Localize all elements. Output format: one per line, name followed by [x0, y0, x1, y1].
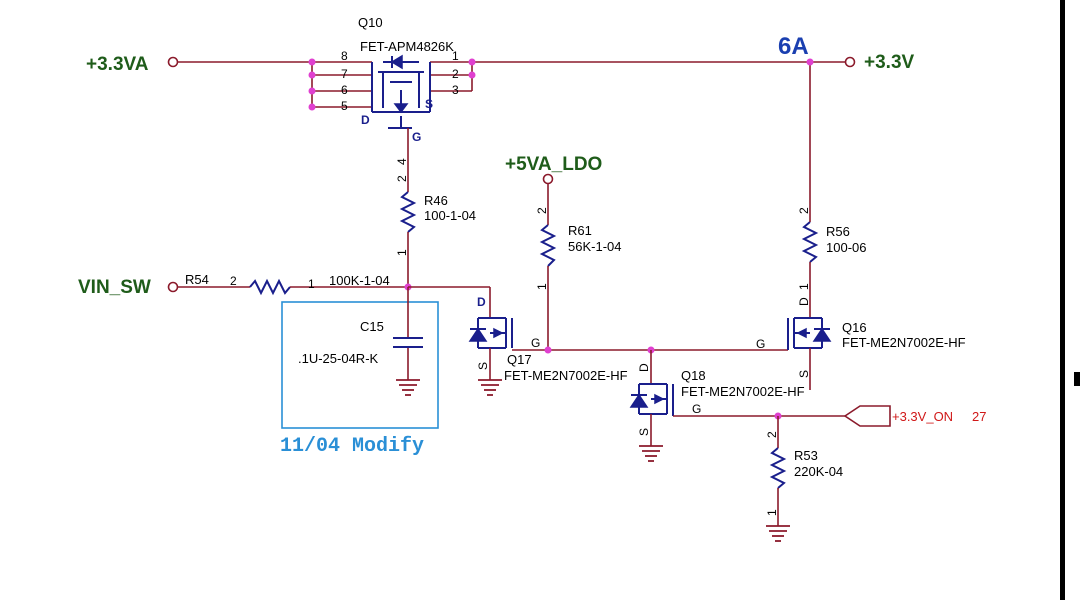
q10-pin-g-label: G [412, 130, 421, 144]
q18-pin-g: G [692, 402, 701, 416]
q17-pin-d: D [477, 295, 486, 309]
r56-ref: R56 [826, 224, 850, 239]
r56-pin1: 1 [797, 283, 811, 290]
r46-pin2: 2 [395, 175, 409, 182]
modify-note: 11/04 Modify [280, 435, 424, 458]
q18-mosfet[interactable] [629, 350, 845, 446]
net-label-3v3: +3.3V [864, 52, 915, 73]
sheet-border [1060, 0, 1065, 600]
r54-pin1: 1 [308, 277, 315, 291]
c15-ground-icon [396, 379, 420, 396]
r61-value: 56K-1-04 [568, 239, 621, 254]
net-label-vin-sw: VIN_SW [78, 277, 151, 298]
modify-box [281, 301, 439, 429]
q18-pin-s: S [637, 428, 651, 436]
q16-pin-s: S [797, 370, 811, 378]
r61-pin1: 1 [535, 283, 549, 290]
r46-ref: R46 [424, 193, 448, 208]
q18-part: FET-ME2N7002E-HF [681, 384, 805, 399]
q10-pin6: 6 [341, 83, 348, 97]
c15-value: .1U-25-04R-K [298, 351, 379, 366]
r46-resistor[interactable] [399, 152, 417, 287]
q18-ground-icon [639, 445, 663, 462]
r53-ref: R53 [794, 448, 818, 463]
r54-value: 100K-1-04 [329, 273, 390, 288]
q10-part: FET-APM4826K [360, 39, 454, 54]
r61-resistor[interactable] [539, 184, 557, 350]
r46-value: 100-1-04 [424, 208, 476, 223]
r56-pin2: 2 [797, 207, 811, 214]
q10-pin3: 3 [452, 83, 459, 97]
port-vin-sw[interactable] [167, 281, 179, 293]
net-label-3v3-on: +3.3V_ON [892, 409, 953, 424]
c15-ref: C15 [360, 319, 384, 334]
q16-part: FET-ME2N7002E-HF [842, 335, 966, 350]
r56-value: 100-06 [826, 240, 866, 255]
r54-pin2: 2 [230, 274, 237, 288]
r46-pin1: 1 [395, 249, 409, 256]
q18-pin-d: D [637, 363, 651, 372]
net-label-5va-ldo: +5VA_LDO [505, 154, 602, 175]
r53-pin2: 2 [765, 431, 779, 438]
q10-pin7: 7 [341, 67, 348, 81]
q16-mosfet[interactable] [787, 317, 832, 384]
r53-value: 220K-04 [794, 464, 843, 479]
q10-ref: Q10 [358, 15, 383, 30]
rail-3v3 [178, 61, 845, 205]
q10-pin2: 2 [452, 67, 459, 81]
q16-ref: Q16 [842, 320, 867, 335]
net-ref-3v3-on: 27 [972, 409, 986, 424]
junction-q17-gate [544, 346, 552, 354]
port-5va-ldo[interactable] [542, 173, 554, 185]
r53-ground-icon [766, 525, 790, 542]
c15-capacitor[interactable] [393, 287, 423, 380]
r54-ref: R54 [185, 272, 209, 287]
r54-resistor[interactable] [178, 278, 408, 296]
port-3v3[interactable] [844, 56, 856, 68]
q17-pin-g: G [531, 336, 540, 350]
r56-resistor[interactable] [801, 205, 819, 318]
r61-ref: R61 [568, 223, 592, 238]
q10-pin1: 1 [452, 49, 459, 63]
q18-ref: Q18 [681, 368, 706, 383]
q17-ground-icon [478, 379, 502, 396]
q17-mosfet[interactable] [408, 286, 548, 380]
q16-pin-d: D [797, 297, 811, 306]
q10-gate-pin4: 4 [395, 158, 409, 165]
q10-pin8: 8 [341, 49, 348, 63]
q10-mosfet[interactable] [311, 54, 473, 152]
q10-pin5: 5 [341, 99, 348, 113]
offsheet-3v3-on-connector[interactable] [843, 405, 891, 427]
q16-pin-g: G [756, 337, 765, 351]
q17-ref: Q17 [507, 352, 532, 367]
q17-part: FET-ME2N7002E-HF [504, 368, 628, 383]
q10-junctions [308, 58, 814, 111]
sheet-border-mark [1074, 372, 1080, 386]
current-rating-label: 6A [778, 33, 809, 60]
r53-resistor[interactable] [769, 416, 787, 526]
net-label-3v3va: +3.3VA [86, 54, 149, 75]
q10-pin-s-label: S [425, 97, 433, 111]
q10-pin-d-label: D [361, 113, 370, 127]
r53-pin1: 1 [765, 509, 779, 516]
q17-pin-s: S [476, 362, 490, 370]
port-3v3va[interactable] [167, 56, 179, 68]
r61-pin2: 2 [535, 207, 549, 214]
